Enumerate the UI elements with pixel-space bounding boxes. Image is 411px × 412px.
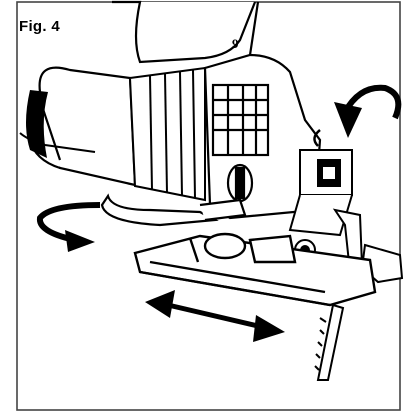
rotate-cw-arrow-icon [334, 84, 402, 138]
motor-housing [28, 0, 257, 187]
bidirectional-arrow-icon [145, 290, 285, 342]
gear-housing [203, 1, 322, 220]
blade-guide-assembly [288, 149, 404, 284]
figure-label: Fig. 4 [19, 18, 60, 35]
motor-ribbed-cylinder [128, 66, 206, 202]
release-lever [100, 193, 247, 227]
housing-line [19, 132, 96, 153]
base-shoe [133, 232, 377, 307]
rotate-ccw-arrow-icon [36, 202, 101, 252]
c-mark-icon [313, 129, 321, 147]
saw-blade [314, 303, 345, 381]
digit-marker: 9 [232, 36, 239, 51]
